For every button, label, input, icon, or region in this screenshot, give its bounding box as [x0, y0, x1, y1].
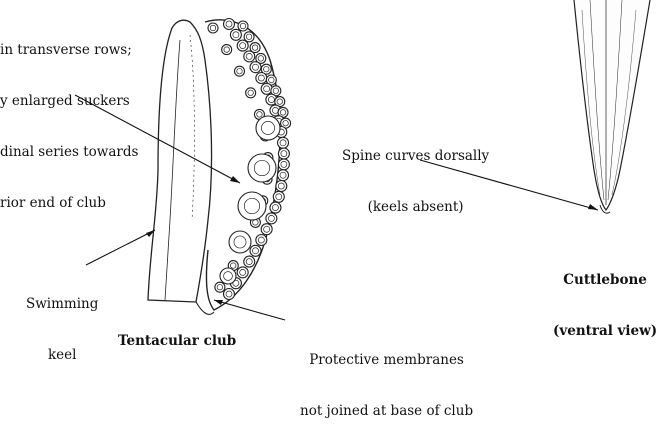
tentacular-club-title: Tentacular club — [118, 333, 236, 350]
spine-label-line-1: Spine curves dorsally — [342, 148, 489, 165]
swimming-keel-label: Swimming keel — [26, 262, 98, 381]
sucker-ring — [240, 43, 246, 49]
sucker-ring — [248, 90, 254, 96]
sucker-ring — [281, 151, 287, 157]
sucker-ring — [258, 56, 264, 62]
sucker-ring — [252, 45, 258, 51]
arrowhead-spine — [588, 204, 598, 210]
sucker-ring — [280, 110, 286, 116]
swimming-keel-line-1: Swimming — [26, 296, 98, 313]
cuttlebone-drawing — [574, 0, 650, 213]
sucker-ring — [281, 161, 287, 167]
sucker-ring — [264, 226, 270, 232]
cuttlebone-title-line-2: (ventral view) — [553, 323, 657, 340]
club-keel-outline — [148, 20, 212, 302]
pointer-swimming-keel — [86, 230, 155, 265]
sucker-ring — [226, 21, 232, 27]
sucker-ring — [261, 121, 274, 134]
sucker-note-line-1: in transverse rows; — [0, 42, 138, 59]
sucker-ring — [257, 112, 263, 118]
sucker-ring — [277, 99, 283, 105]
arrowhead-protective — [214, 300, 223, 305]
sucker-ring — [280, 172, 286, 178]
sucker-ring — [237, 68, 243, 74]
cuttlebone-title-line-1: Cuttlebone — [553, 272, 657, 289]
sucker-ring — [258, 75, 264, 81]
sucker-ring — [210, 25, 216, 31]
sucker-ring — [278, 183, 284, 189]
sucker-ring — [233, 32, 239, 38]
protective-line-1: Protective membranes — [300, 352, 473, 369]
sucker-ring — [230, 263, 236, 269]
sucker-note-label: in transverse rows; y enlarged suckers d… — [0, 8, 138, 229]
sucker-ring — [217, 284, 223, 290]
sucker-ring — [226, 291, 232, 297]
sucker-ring — [252, 64, 258, 70]
sucker-ring — [269, 77, 275, 83]
sucker-ring — [234, 236, 246, 248]
sucker-ring — [264, 86, 270, 92]
spine-label-line-2: (keels absent) — [342, 199, 489, 216]
pointer-protective — [214, 300, 285, 320]
sucker-note-line-3: dinal series towards — [0, 144, 138, 161]
sucker-ring — [246, 34, 252, 40]
sucker-group — [208, 19, 291, 300]
cuttlebone-outline — [574, 0, 650, 210]
sucker-ring — [246, 53, 252, 59]
sucker-ring — [246, 259, 252, 265]
protective-membrane — [196, 302, 214, 314]
sucker-ring — [252, 248, 258, 254]
sucker-ring — [268, 215, 274, 221]
cuttlebone-title: Cuttlebone (ventral view) — [553, 238, 657, 357]
sucker-ring — [224, 47, 230, 53]
sucker-ring — [272, 205, 278, 211]
sucker-ring — [244, 198, 259, 213]
sucker-ring — [240, 269, 246, 275]
protective-line-2: not joined at base of club — [300, 403, 473, 420]
sucker-ring — [258, 237, 264, 243]
sucker-note-line-4: rior end of club — [0, 195, 138, 212]
arrowhead-sucker — [230, 176, 240, 183]
sucker-ring — [254, 160, 269, 175]
sucker-ring — [268, 97, 274, 103]
sucker-ring — [276, 194, 282, 200]
sucker-ring — [280, 140, 286, 146]
sucker-ring — [224, 272, 233, 281]
spine-label: Spine curves dorsally (keels absent) — [342, 114, 489, 233]
sucker-ring — [240, 23, 246, 29]
sucker-ring — [273, 88, 279, 94]
sucker-note-line-2: y enlarged suckers — [0, 93, 138, 110]
sucker-ring — [264, 66, 270, 72]
sucker-ring — [283, 120, 289, 126]
protective-label: Protective membranes not joined at base … — [300, 318, 473, 437]
